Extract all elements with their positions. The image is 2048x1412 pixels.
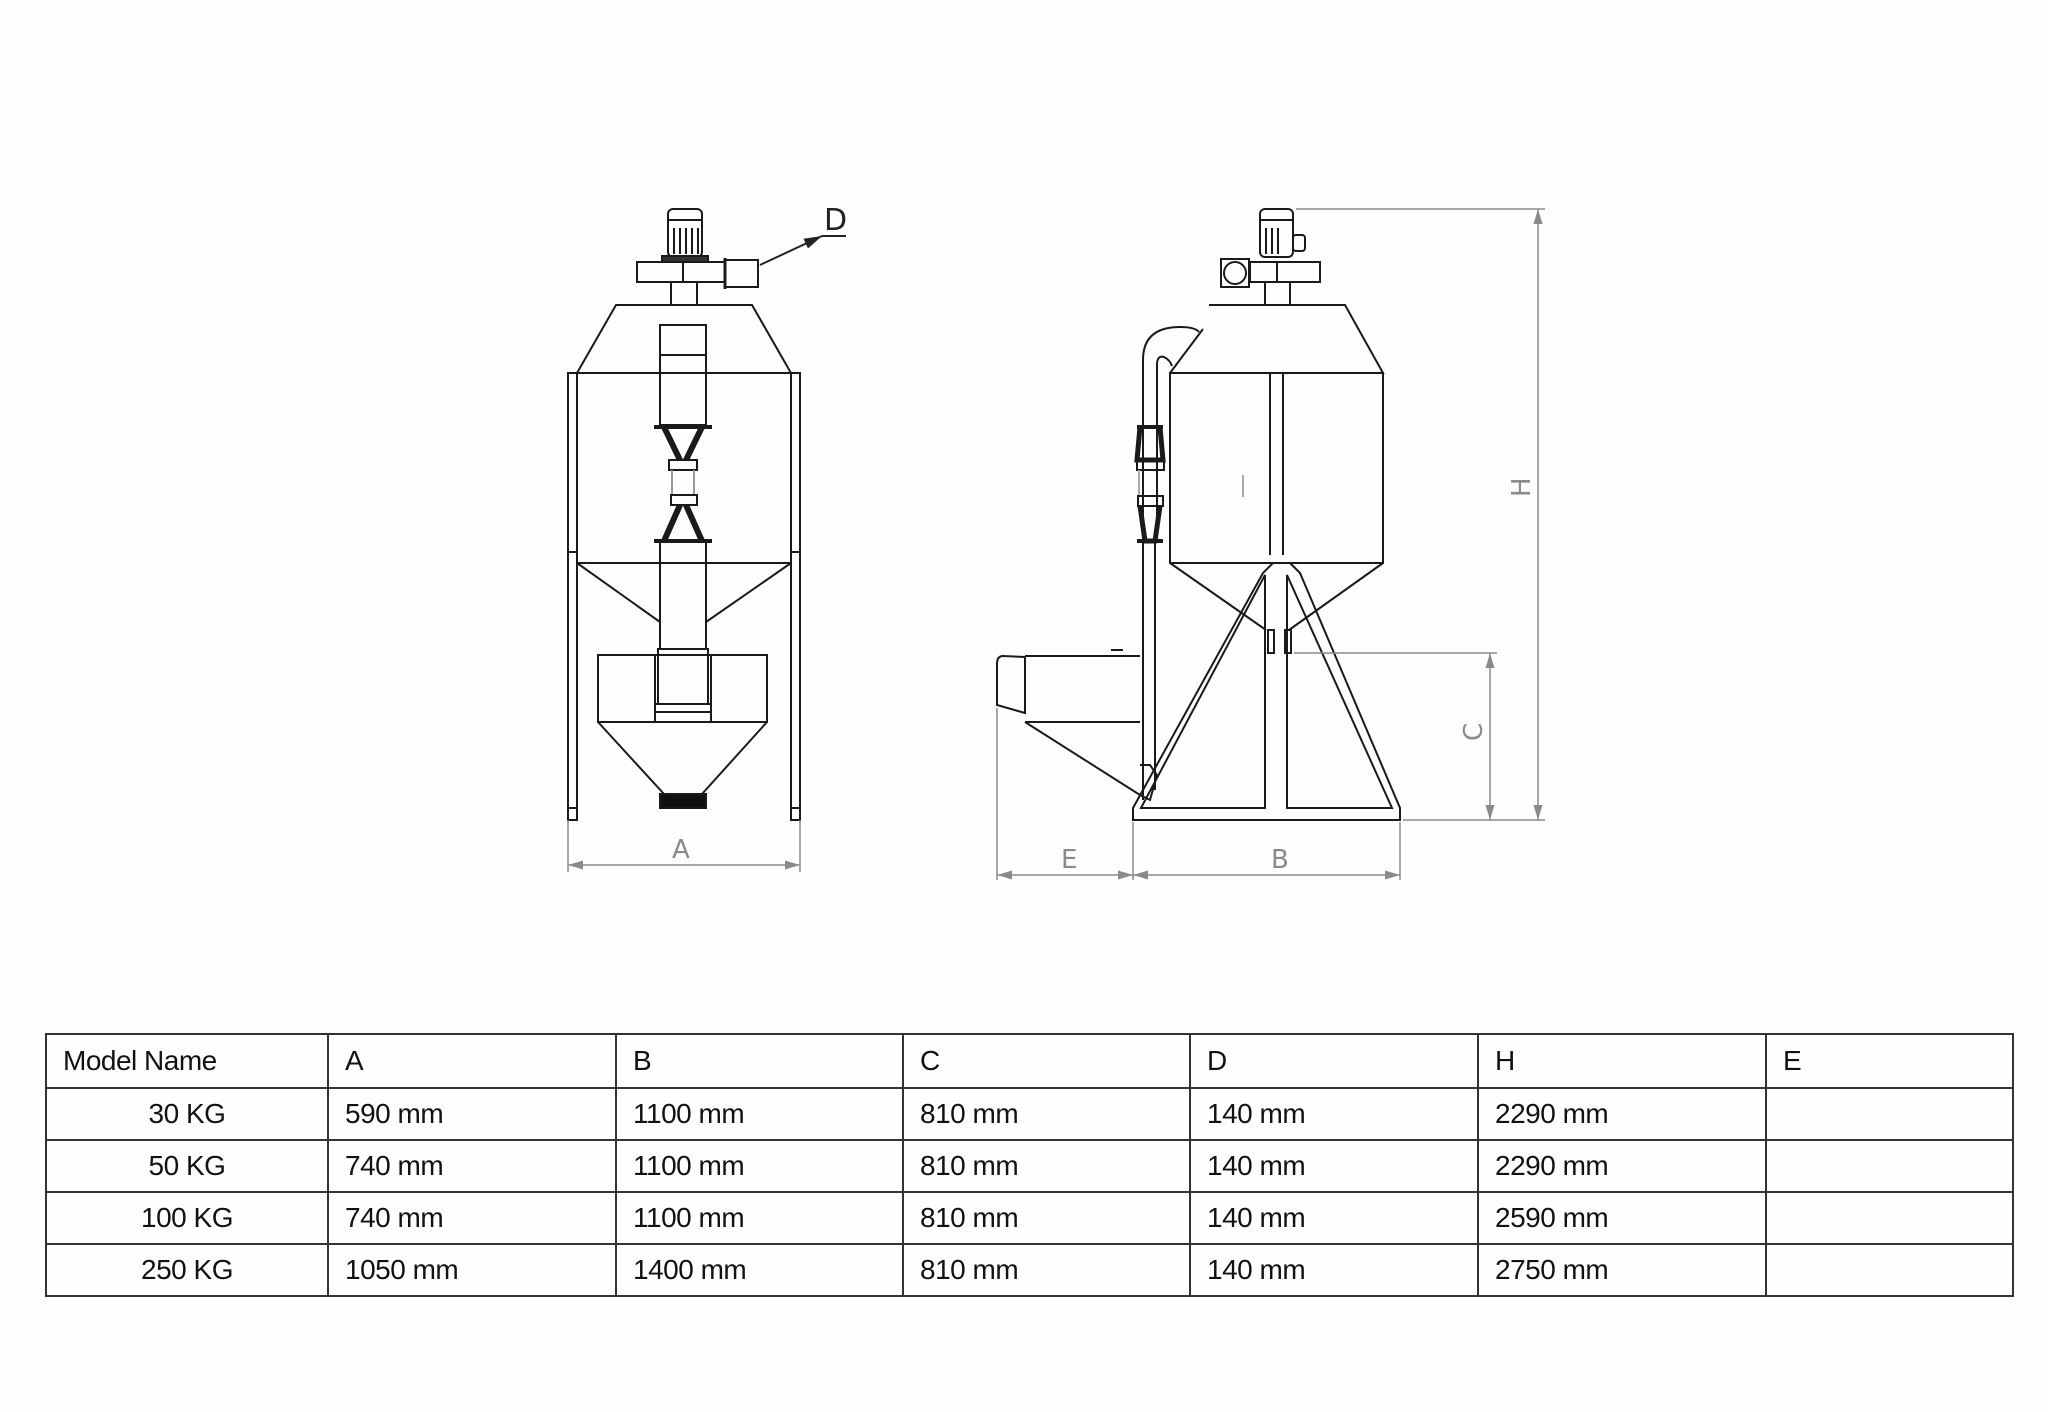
table-header-row: Model Name A B C D H E [45,1033,2014,1089]
dimensions-table: Model Name A B C D H E 30 KG 590 mm 1100… [45,1033,2014,1297]
front-view [567,208,801,821]
header-e: E [1765,1033,2014,1089]
label-b: B [1271,845,1289,875]
left-leg [567,372,578,821]
stand-frame [1132,562,1401,821]
cell-c: 810 mm [902,1139,1191,1193]
technical-drawing: D A [567,203,1545,880]
dimension-c [1294,652,1497,820]
cell-d: 140 mm [1189,1191,1479,1245]
label-d: D [824,203,847,238]
header-h: H [1477,1033,1767,1089]
lower-hopper-box [597,654,768,723]
dimension-e-b [996,708,1401,880]
label-e: E [1061,845,1077,875]
cell-h: 2290 mm [1477,1087,1767,1141]
cell-model: 30 KG [45,1087,329,1141]
cell-c: 810 mm [902,1087,1191,1141]
silo-body [1169,372,1384,564]
cell-b: 1400 mm [615,1243,904,1297]
cell-a: 740 mm [327,1139,617,1193]
right-leg [790,372,801,821]
cell-d: 140 mm [1189,1087,1479,1141]
cell-e [1765,1191,2014,1245]
table-row: 100 KG 740 mm 1100 mm 810 mm 140 mm 2590… [45,1191,2014,1245]
table-row: 30 KG 590 mm 1100 mm 810 mm 140 mm 2290 … [45,1087,2014,1141]
cell-h: 2750 mm [1477,1243,1767,1297]
cell-b: 1100 mm [615,1139,904,1193]
dimension-a [567,820,801,872]
cell-e [1765,1243,2014,1297]
label-c: C [1459,723,1489,741]
motor-icon [1259,208,1306,258]
cell-c: 810 mm [902,1243,1191,1297]
header-a: A [327,1033,617,1089]
table-row: 250 KG 1050 mm 1400 mm 810 mm 140 mm 275… [45,1243,2014,1297]
cell-d: 140 mm [1189,1243,1479,1297]
table-row: 50 KG 740 mm 1100 mm 810 mm 140 mm 2290 … [45,1139,2014,1193]
cell-a: 1050 mm [327,1243,617,1297]
cell-b: 1100 mm [615,1087,904,1141]
fan-housing [636,261,726,283]
cell-c: 810 mm [902,1191,1191,1245]
dimension-h [1296,208,1545,821]
header-model-name: Model Name [45,1033,329,1089]
cell-e [1765,1087,2014,1141]
side-view [996,208,1401,821]
cell-a: 740 mm [327,1191,617,1245]
header-c: C [902,1033,1191,1089]
header-b: B [615,1033,904,1089]
leader-d: D [759,203,847,266]
cell-h: 2290 mm [1477,1139,1767,1193]
cell-e [1765,1139,2014,1193]
cell-h: 2590 mm [1477,1191,1767,1245]
cell-a: 590 mm [327,1087,617,1141]
cell-model: 100 KG [45,1191,329,1245]
header-d: D [1189,1033,1479,1089]
label-a: A [672,835,690,865]
outlet-d [724,259,759,288]
silo-body [576,372,792,564]
cell-model: 50 KG [45,1139,329,1193]
cell-model: 250 KG [45,1243,329,1297]
cell-b: 1100 mm [615,1191,904,1245]
cell-d: 140 mm [1189,1139,1479,1193]
top-cone [575,304,793,374]
discharge-outlet [659,793,707,809]
label-h: H [1507,477,1537,497]
motor-icon [661,208,709,263]
